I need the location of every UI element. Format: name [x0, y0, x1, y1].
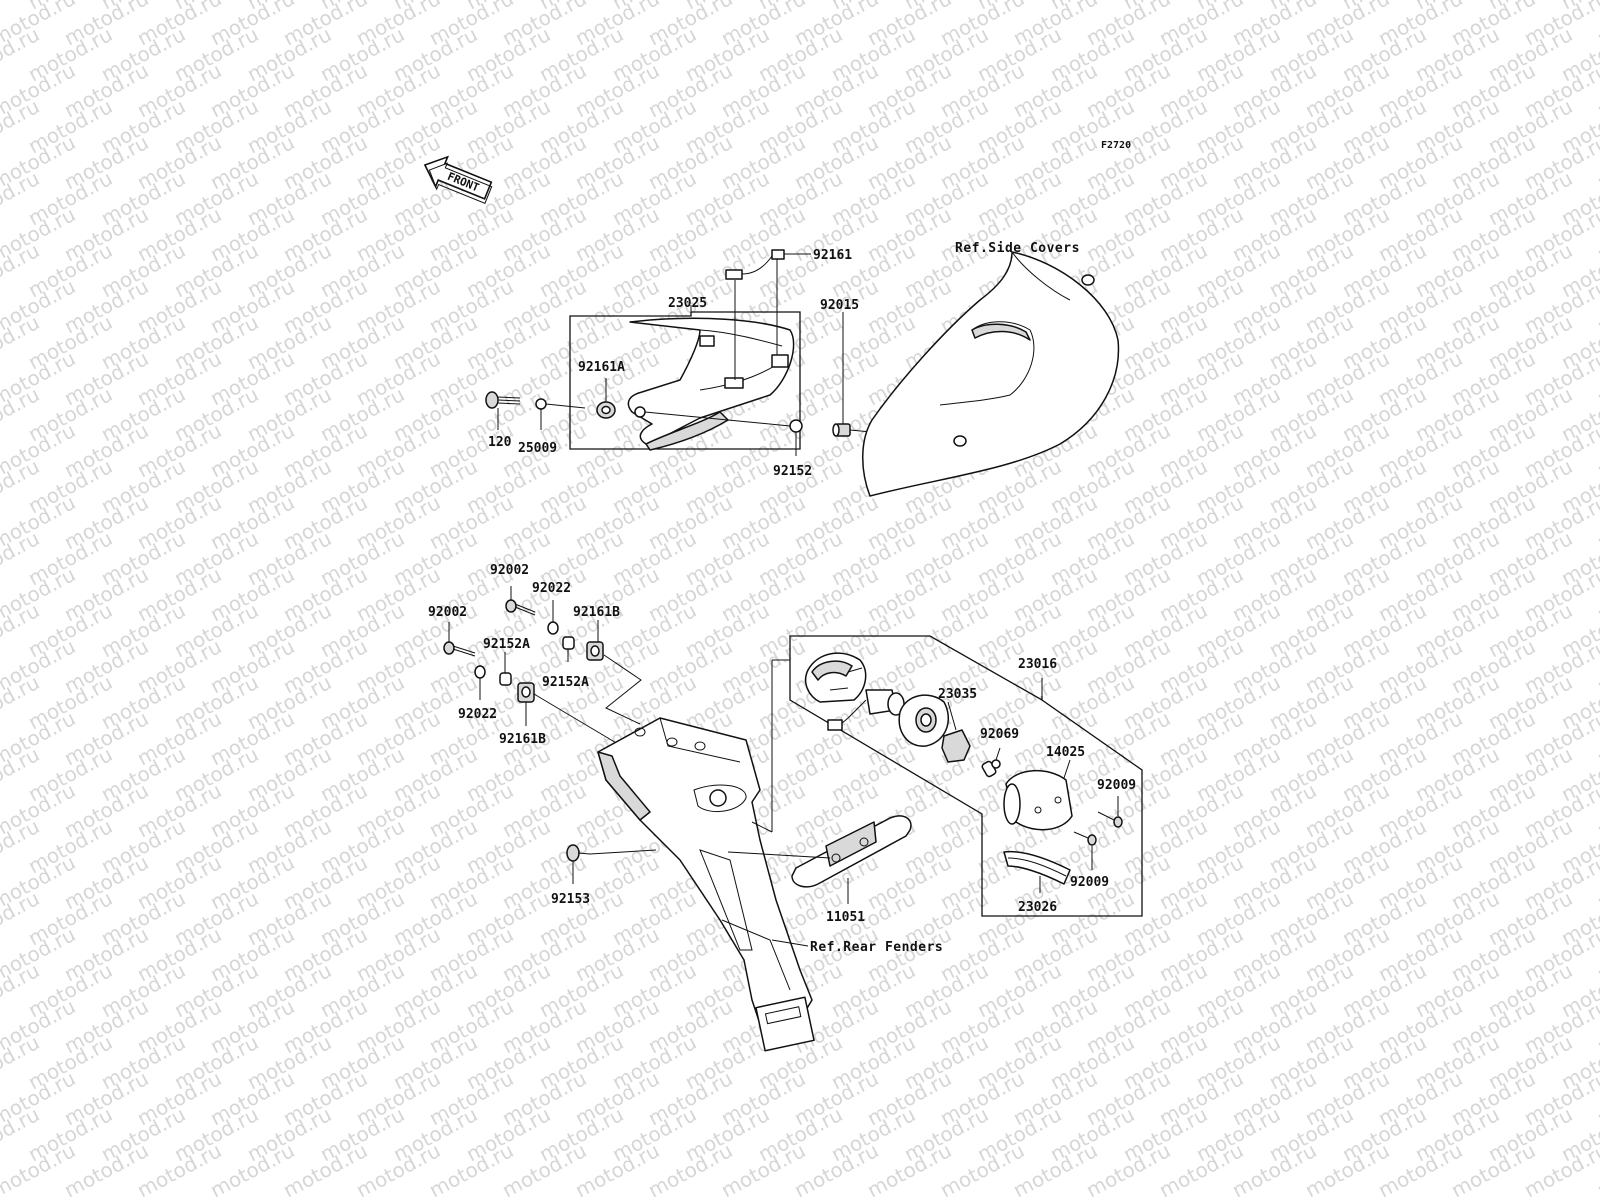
part-92022-upper: 92022 — [532, 581, 571, 596]
part-120: 120 — [488, 435, 512, 450]
washer-25009 — [535, 398, 547, 410]
part-92152: 92152 — [773, 464, 812, 479]
part-14025: 14025 — [1046, 745, 1085, 760]
part-23016: 23016 — [1018, 657, 1057, 672]
part-23026: 23026 — [1018, 900, 1057, 915]
part-92002-upper: 92002 — [490, 563, 529, 578]
collar-92152A-lower — [499, 672, 512, 686]
part-23035: 23035 — [938, 687, 977, 702]
part-25009: 25009 — [518, 441, 557, 456]
part-92009-lower: 92009 — [1070, 875, 1109, 890]
grommet-92161B-lower — [517, 682, 535, 703]
part-92161A: 92161A — [578, 360, 625, 375]
part-92009-upper: 92009 — [1097, 778, 1136, 793]
part-92002-lower: 92002 — [428, 605, 467, 620]
grommet-92161A — [596, 401, 616, 419]
lens-holder — [898, 694, 949, 747]
part-92152A-left: 92152A — [483, 637, 530, 652]
part-23025: 23025 — [668, 296, 707, 311]
diagram-code: F2720 — [1101, 140, 1131, 151]
ref-side-covers: Ref.Side Covers — [955, 241, 1080, 256]
washer-92022-upper — [547, 621, 559, 635]
light-base — [804, 652, 867, 703]
part-92022-lower: 92022 — [458, 707, 497, 722]
washer-92152 — [789, 419, 803, 433]
part-92161: 92161 — [813, 248, 852, 263]
ref-rear-fenders: Ref.Rear Fenders — [810, 940, 943, 955]
part-11051: 11051 — [826, 910, 865, 925]
part-92152A-right: 92152A — [542, 675, 589, 690]
grommet-92161B-upper — [586, 641, 604, 661]
part-92015: 92015 — [820, 298, 859, 313]
washer-92022-lower — [474, 665, 486, 679]
cover-14025 — [1003, 769, 1073, 831]
nut-92015 — [832, 423, 851, 437]
collar-92152A-upper — [562, 636, 575, 650]
part-92161B-upper: 92161B — [573, 605, 620, 620]
part-92161B-lower: 92161B — [499, 732, 546, 747]
part-92153: 92153 — [551, 892, 590, 907]
part-92069: 92069 — [980, 727, 1019, 742]
